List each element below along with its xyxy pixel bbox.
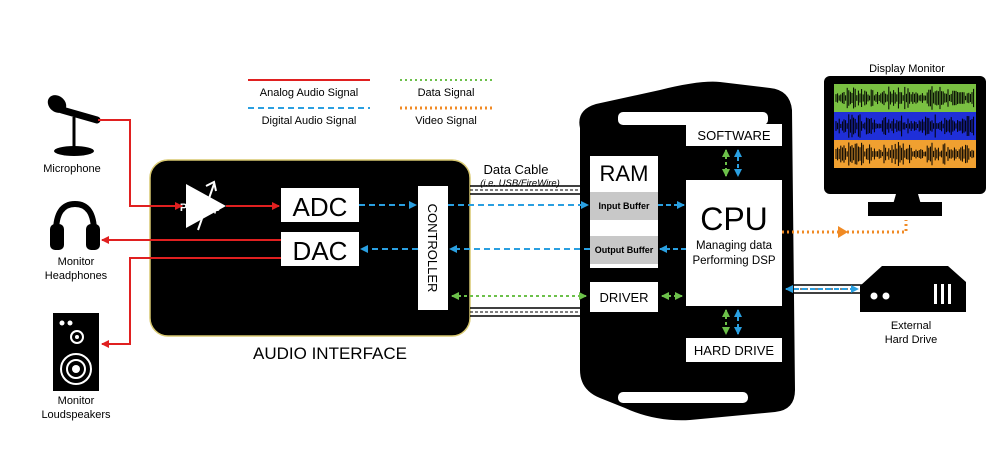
legend: Analog Audio Signal Digital Audio Signal… [248, 79, 492, 127]
cpu-subtitle-line1: Managing data [696, 240, 773, 252]
input-buffer [590, 192, 658, 220]
dac-label: DAC [293, 236, 348, 266]
output-buffer [590, 236, 658, 264]
video-arrowhead [838, 226, 848, 238]
microphone-label: Microphone [43, 163, 100, 175]
driver-label: DRIVER [599, 290, 648, 305]
audio-interface-title: AUDIO INTERFACE [253, 344, 407, 363]
adc-label: ADC [293, 192, 348, 222]
legend-data-label: Data Signal [418, 87, 475, 99]
legend-video-label: Video Signal [415, 115, 477, 127]
ram-label: RAM [600, 161, 649, 186]
software-label: SOFTWARE [697, 128, 771, 143]
driver-block [590, 282, 658, 312]
output-buffer-label: Output Buffer [595, 245, 654, 255]
internal-hard-drive-block [686, 338, 782, 362]
headphones-label-line1: Monitor [58, 256, 95, 268]
cpu-block [686, 180, 782, 306]
cpu-subtitle-line2: Performing DSP [692, 255, 775, 267]
legend-digital-label: Digital Audio Signal [262, 115, 357, 127]
headphones-icon [50, 200, 100, 250]
display-monitor-label: Display Monitor [869, 63, 945, 75]
legend-analog-label: Analog Audio Signal [260, 87, 358, 99]
preamp-gain-arrow [197, 183, 215, 231]
data-cable [470, 185, 596, 317]
internal-hard-drive-label: HARD DRIVE [694, 343, 775, 358]
loudspeaker-icon [53, 313, 99, 391]
waveform-tracks [835, 86, 975, 166]
controller-block [418, 186, 448, 310]
cpu-label: CPU [700, 201, 768, 237]
analog-mic-to-preamp [98, 119, 183, 210]
controller-label: CONTROLLER [425, 204, 440, 293]
dac-block [281, 232, 359, 266]
microphone-icon [47, 95, 101, 156]
speakers-label-line1: Monitor [58, 395, 95, 407]
preamp-label: Preamp [180, 202, 221, 214]
speakers-label-line2: Loudspeakers [41, 409, 111, 421]
data-cable-sublabel: (i.e. USB/FireWire) [480, 178, 560, 189]
external-hard-drive-label-line2: Hard Drive [885, 334, 938, 346]
headphones-label-line2: Headphones [45, 270, 108, 282]
data-cable-label: Data Cable [483, 162, 548, 177]
tower-handle-top [618, 112, 768, 125]
video-cpu-to-monitor [782, 220, 908, 234]
software-block [686, 124, 782, 146]
external-hard-drive-label-line1: External [891, 320, 931, 332]
tower-handle-bottom [618, 392, 748, 403]
external-hard-drive-icon [860, 266, 966, 312]
input-buffer-label: Input Buffer [599, 201, 650, 211]
analog-dac-to-speakers [101, 257, 281, 348]
adc-block [281, 188, 359, 222]
